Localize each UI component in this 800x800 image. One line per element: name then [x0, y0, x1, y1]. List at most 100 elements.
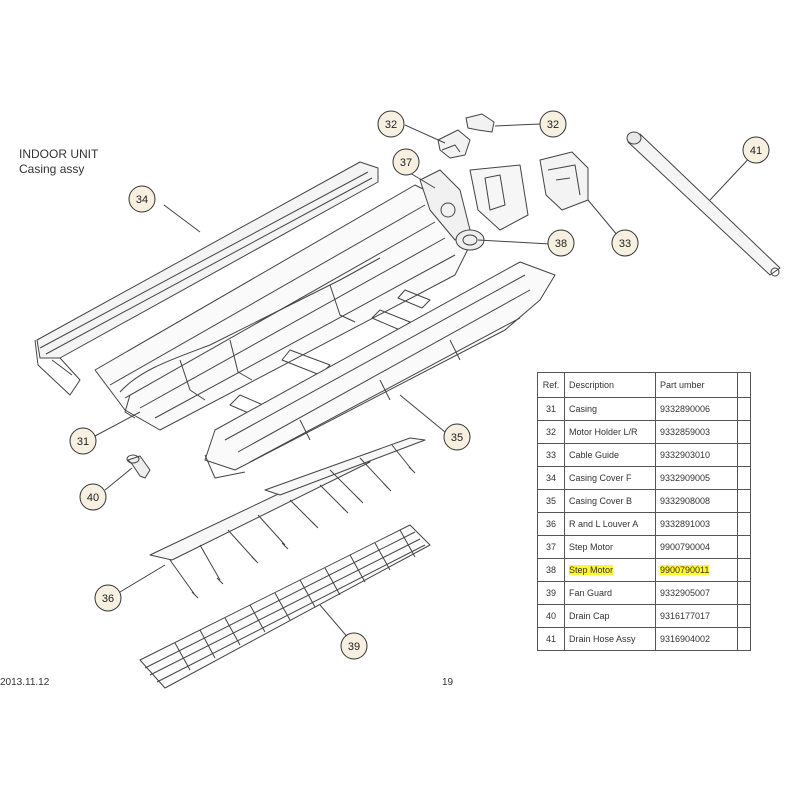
- table-row: 31 Casing 9332890006: [537, 397, 751, 421]
- svg-text:34: 34: [136, 194, 148, 206]
- cell-description-text: Casing Cover B: [569, 496, 633, 506]
- part-step-motor-37: [419, 164, 529, 241]
- cell-description: Step Motor: [564, 558, 656, 582]
- cell-description-text: Motor Holder L/R: [569, 427, 638, 437]
- cell-description: Drain Hose Assy: [564, 627, 656, 651]
- footer-date: 2013.11.12: [0, 677, 50, 688]
- cell-part-number-text: 9332903010: [660, 450, 711, 460]
- cell-part-number-text: 9332859003: [660, 427, 711, 437]
- callout-33: 33: [611, 229, 639, 257]
- cell-ref: 35: [537, 489, 565, 513]
- cell-extra: [737, 558, 751, 582]
- cell-ref-text: 37: [545, 542, 556, 552]
- cell-ref-text: 33: [545, 450, 556, 460]
- svg-text:36: 36: [102, 593, 114, 605]
- cell-part-number-text: 9900790004: [660, 542, 711, 552]
- part-casing-cover-front: [34, 161, 379, 396]
- cell-part-number: 9332909005: [655, 466, 738, 490]
- cell-description: Casing: [564, 397, 656, 421]
- cell-ref-text: 32: [545, 427, 556, 437]
- part-drain-hose: [626, 131, 781, 277]
- part-fan-guard: [139, 524, 431, 689]
- cell-description-text: Fan Guard: [569, 588, 613, 598]
- callouts: 32 32 37 34 41 33 38 31: [69, 110, 770, 660]
- document-title: INDOOR UNIT Casing assy: [19, 147, 98, 177]
- cell-description: Casing Cover F: [564, 466, 656, 490]
- part-cable-guide: [539, 151, 589, 211]
- cell-description: Motor Holder L/R: [564, 420, 656, 444]
- callout-37: 37: [392, 148, 420, 176]
- cell-part-number: 9316904002: [655, 627, 738, 651]
- callout-41: 41: [742, 136, 770, 164]
- cell-description: R and L Louver A: [564, 512, 656, 536]
- callout-leader-lines: [94, 123, 756, 641]
- cell-part-number-text: 9316177017: [660, 611, 711, 621]
- cell-part-number-text: 9332890006: [660, 404, 711, 414]
- parts-table-header: Ref. Description Part umber: [537, 372, 751, 398]
- part-casing-cover-back: [204, 261, 556, 479]
- callout-35: 35: [443, 423, 471, 451]
- cell-part-number: 9900790004: [655, 535, 738, 559]
- part-motor-holder: [437, 113, 495, 159]
- cell-part-number: 9332908008: [655, 489, 738, 513]
- cell-ref: 40: [537, 604, 565, 628]
- cell-description-text: Casing: [569, 404, 598, 414]
- cell-description: Step Motor: [564, 535, 656, 559]
- cell-extra: [737, 489, 751, 513]
- svg-text:38: 38: [555, 238, 567, 250]
- cell-part-number-text: 9316904002: [660, 634, 711, 644]
- cell-extra: [737, 627, 751, 651]
- cell-ref: 34: [537, 466, 565, 490]
- cell-part-number: 9332890006: [655, 397, 738, 421]
- cell-ref: 37: [537, 535, 565, 559]
- table-row: 33 Cable Guide 9332903010: [537, 443, 751, 467]
- cell-description: Drain Cap: [564, 604, 656, 628]
- cell-part-number: 9316177017: [655, 604, 738, 628]
- callout-39: 39: [340, 632, 368, 660]
- cell-part-number: 9332891003: [655, 512, 738, 536]
- cell-ref: 41: [537, 627, 565, 651]
- part-drain-cap: [126, 454, 151, 479]
- cell-ref: 32: [537, 420, 565, 444]
- cell-ref-text: 40: [545, 611, 556, 621]
- cell-description-text: Step Motor: [569, 542, 614, 552]
- page-number: 19: [442, 677, 454, 688]
- cell-ref: 31: [537, 397, 565, 421]
- cell-extra: [737, 581, 751, 605]
- callout-32a: 32: [377, 110, 405, 138]
- cell-extra: [737, 466, 751, 490]
- cell-description: Fan Guard: [564, 581, 656, 605]
- table-row: 39 Fan Guard 9332905007: [537, 581, 751, 605]
- cell-extra: [737, 443, 751, 467]
- cell-part-number: 9332905007: [655, 581, 738, 605]
- callout-36: 36: [94, 584, 122, 612]
- callout-31: 31: [69, 427, 97, 455]
- svg-text:32: 32: [547, 119, 559, 131]
- cell-extra: [737, 397, 751, 421]
- cell-extra: [737, 604, 751, 628]
- header-ref: Ref.: [537, 372, 565, 398]
- cell-part-number: 9900790011: [655, 558, 738, 582]
- cell-part-number: 9332903010: [655, 443, 738, 467]
- cell-description-text: Cable Guide: [569, 450, 620, 460]
- table-row: 35 Casing Cover B 9332908008: [537, 489, 751, 513]
- cell-ref: 33: [537, 443, 565, 467]
- svg-text:37: 37: [400, 157, 412, 169]
- table-row: 37 Step Motor 9900790004: [537, 535, 751, 559]
- table-row: 36 R and L Louver A 9332891003: [537, 512, 751, 536]
- cell-description-text: R and L Louver A: [569, 519, 639, 529]
- callout-32b: 32: [539, 110, 567, 138]
- cell-ref-text: 41: [545, 634, 556, 644]
- cell-ref: 39: [537, 581, 565, 605]
- cell-part-number-text: 9332909005: [660, 473, 711, 483]
- callout-34: 34: [128, 185, 156, 213]
- cell-extra: [737, 512, 751, 536]
- cell-ref: 36: [537, 512, 565, 536]
- cell-description-text: Drain Cap: [569, 611, 610, 621]
- table-row: 40 Drain Cap 9316177017: [537, 604, 751, 628]
- parts-table: Ref. Description Part umber 31 Casing 9332…: [537, 372, 751, 651]
- svg-text:40: 40: [87, 492, 99, 504]
- callout-38: 38: [547, 229, 575, 257]
